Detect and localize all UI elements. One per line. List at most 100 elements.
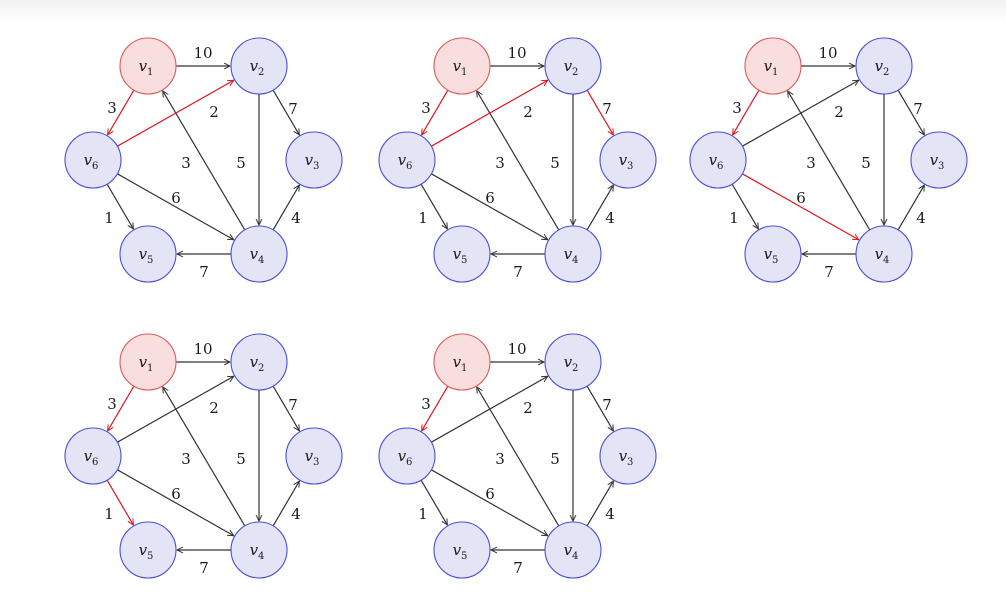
node-label-subscript: 4 (258, 551, 264, 562)
edge-weight: 3 (421, 395, 431, 413)
node-v4 (855, 225, 913, 283)
edge-v1-v6 (108, 385, 135, 431)
node-label: v2 (250, 353, 265, 374)
node-label-base: v (764, 245, 773, 263)
node-v3 (599, 131, 657, 189)
node-label-base: v (250, 353, 259, 371)
edge-weight: 1 (104, 209, 114, 227)
edge-v6-v4 (431, 469, 547, 536)
node-v2 (230, 37, 288, 95)
edge-v4-v1 (477, 387, 560, 527)
node-label-base: v (139, 57, 148, 75)
node-label-base: v (250, 541, 259, 559)
edge-v1-v6 (733, 89, 760, 135)
node-v4 (544, 225, 602, 283)
edge-weight: 5 (236, 154, 246, 172)
node-label: v4 (250, 541, 265, 562)
node-label: v3 (930, 151, 945, 172)
node-label: v1 (453, 353, 468, 374)
edge-weight: 7 (602, 100, 612, 118)
node-label-base: v (305, 447, 314, 465)
node-label-base: v (453, 245, 462, 263)
node-label-base: v (139, 541, 148, 559)
edge-weight: 7 (513, 559, 523, 577)
edge-weight: 3 (495, 154, 505, 172)
node-label: v6 (398, 151, 413, 172)
node-label-base: v (84, 447, 93, 465)
node-label-subscript: 2 (883, 67, 889, 78)
node-label-base: v (139, 245, 148, 263)
node-label: v6 (84, 151, 99, 172)
edge-weight: 10 (193, 340, 212, 358)
edge-weight: 10 (507, 340, 526, 358)
node-label-base: v (250, 245, 259, 263)
node-label-subscript: 3 (938, 161, 944, 172)
node-v4 (230, 521, 288, 579)
edge-weight: 2 (523, 103, 533, 121)
node-v6 (378, 131, 436, 189)
node-v1 (433, 37, 491, 95)
edge-weight: 2 (209, 103, 219, 121)
node-v1 (119, 37, 177, 95)
node-label: v2 (564, 353, 579, 374)
node-label-base: v (564, 57, 573, 75)
edge-v2-v3 (272, 385, 299, 431)
edge-v4-v1 (163, 91, 246, 231)
edge-weight: 6 (485, 485, 495, 503)
edge-v2-v3 (586, 89, 613, 135)
edge-weight: 3 (806, 154, 816, 172)
edge-v6-v4 (431, 173, 547, 240)
node-label: v6 (709, 151, 724, 172)
node-v2 (544, 333, 602, 391)
node-label: v5 (764, 245, 779, 266)
edge-weight: 7 (199, 263, 209, 281)
edge-weight: 7 (513, 263, 523, 281)
edge-v4-v3 (272, 481, 299, 527)
edge-v6-v5 (731, 183, 758, 229)
node-v6 (64, 131, 122, 189)
node-v5 (744, 225, 802, 283)
node-label: v2 (250, 57, 265, 78)
node-label-base: v (250, 57, 259, 75)
node-label-subscript: 5 (461, 551, 467, 562)
edge-weight: 7 (288, 100, 298, 118)
node-v2 (855, 37, 913, 95)
node-v3 (910, 131, 968, 189)
node-label-subscript: 6 (406, 161, 412, 172)
edge-weight: 6 (796, 189, 806, 207)
node-label-subscript: 3 (313, 161, 319, 172)
edge-v4-v1 (163, 387, 246, 527)
edge-v6-v2 (117, 80, 233, 147)
edge-v2-v3 (272, 89, 299, 135)
node-label-subscript: 5 (147, 255, 153, 266)
node-label-base: v (84, 151, 93, 169)
node-v6 (689, 131, 747, 189)
edge-v6-v5 (106, 183, 133, 229)
node-label-base: v (305, 151, 314, 169)
node-label-base: v (398, 151, 407, 169)
edge-weight: 7 (913, 100, 923, 118)
edge-weight: 2 (209, 399, 219, 417)
node-label-base: v (398, 447, 407, 465)
edge-v6-v5 (420, 183, 447, 229)
node-v1 (433, 333, 491, 391)
node-label: v1 (764, 57, 779, 78)
node-label: v5 (453, 541, 468, 562)
node-label-subscript: 6 (717, 161, 723, 172)
node-label: v4 (564, 245, 579, 266)
node-label-subscript: 4 (572, 255, 578, 266)
edge-weight: 5 (550, 450, 560, 468)
edge-weight: 3 (181, 450, 191, 468)
edge-v6-v4 (117, 469, 233, 536)
node-label-subscript: 6 (92, 457, 98, 468)
edge-v2-v3 (897, 89, 924, 135)
edge-weight: 1 (418, 209, 428, 227)
edge-weight: 5 (861, 154, 871, 172)
edge-v1-v6 (422, 89, 449, 135)
node-label-subscript: 5 (772, 255, 778, 266)
node-label-base: v (764, 57, 773, 75)
